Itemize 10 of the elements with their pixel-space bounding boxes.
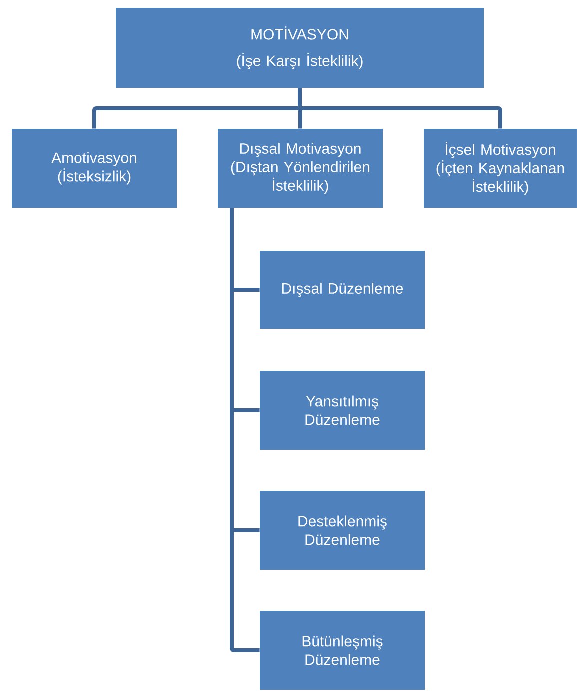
process-box: MOTİVASYON (İşe Karşı İsteklilik) [116,8,484,88]
process-box: Desteklenmiş Düzenleme [260,491,425,570]
process-box: İçsel Motivasyon (İçten Kaynaklanan İsteklilik) [424,129,577,208]
connector-line [298,88,502,129]
process-box: Amotivasyon (İsteksizlik) [12,129,177,208]
process-box: Dışsal Düzenleme [260,251,425,329]
connector-line [230,208,260,652]
process-box: Yansıtılmış Düzenleme [260,371,425,450]
process-box: Bütünleşmiş Düzenleme [260,611,425,690]
process-box: Dışsal Motivasyon (Dıştan Yönlendirilen İsteklilik) [218,129,383,208]
